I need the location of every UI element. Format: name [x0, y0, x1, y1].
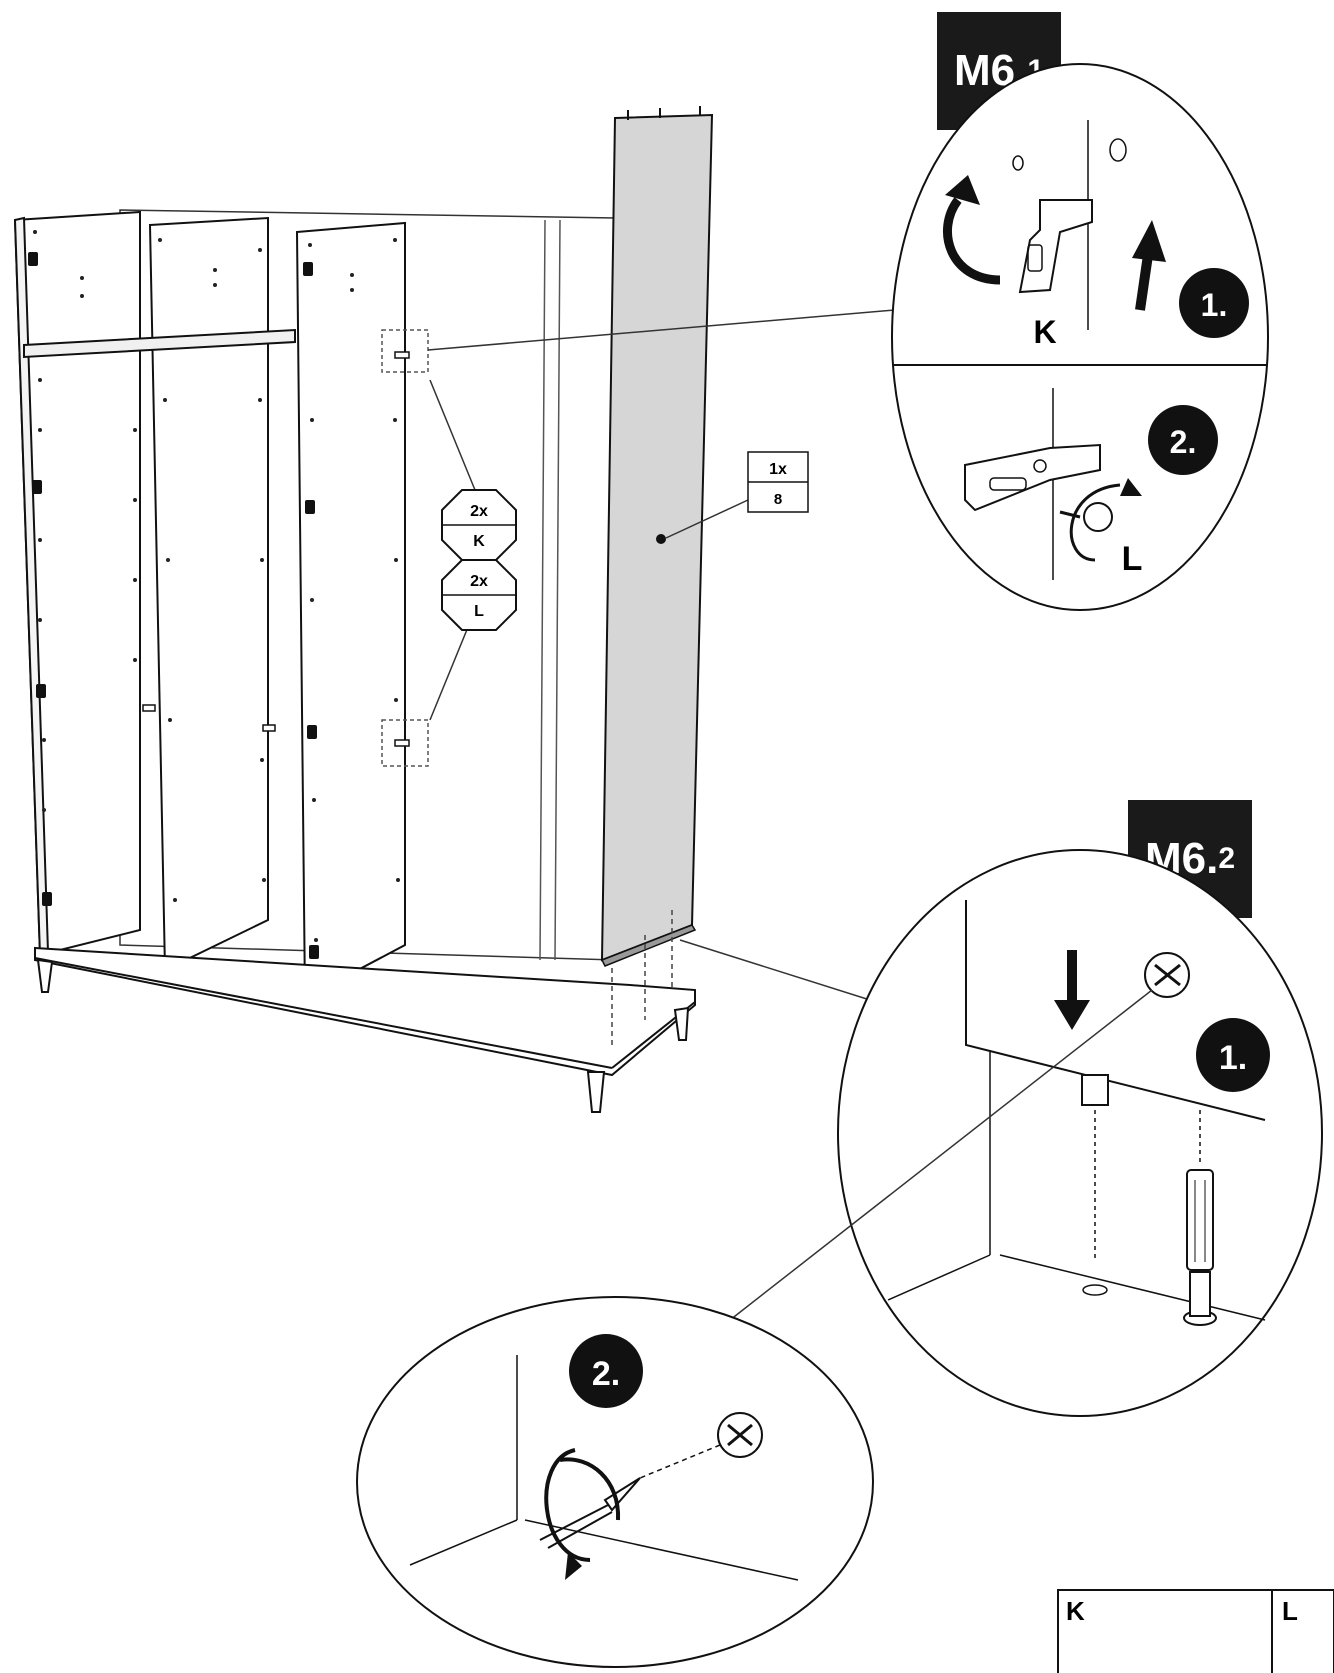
detail1-step2-label: 2.: [1170, 424, 1197, 460]
leader-lines: [427, 309, 896, 1001]
step-label-m6-2-suffix: 2: [1218, 842, 1236, 875]
callout-l-qty: 2x: [470, 573, 488, 590]
callout-l-part: L: [474, 603, 484, 620]
panel-holes: [33, 230, 400, 942]
panel-drop-lines: [611, 910, 673, 1048]
callout-k-qty: 2x: [470, 503, 488, 520]
bracket-location-boxes: [381, 329, 429, 767]
detail1-part-l: L: [1122, 540, 1143, 578]
panel-part-8: [600, 106, 714, 967]
detail2-step1-label: 1.: [1219, 1039, 1247, 1077]
detail-circle-m6-2: 1.: [729, 849, 1323, 1417]
wardrobe-carcass: [13, 209, 696, 1113]
callout-k: 2x K: [441, 489, 517, 561]
detail3-step2-label: 2.: [592, 1355, 620, 1393]
callout-l: 2x L: [441, 559, 517, 631]
parts-table: K L: [1057, 1589, 1334, 1673]
callout-panel-qty: 1x: [769, 461, 787, 478]
bracket-markers: [142, 351, 410, 747]
cam-fittings: [28, 252, 319, 959]
callout-panel-8: 1x 8: [747, 451, 809, 513]
parts-table-col-l: L: [1282, 1596, 1298, 1626]
detail1-part-k: K: [1033, 314, 1056, 350]
callout-k-part: K: [473, 533, 485, 550]
detail1-step1-label: 1.: [1201, 287, 1228, 323]
detail-circle-step-2: 2.: [356, 1296, 874, 1668]
callout-panel-part: 8: [774, 491, 782, 508]
detail-circle-m6-1: 1. K 2. L: [891, 63, 1269, 611]
parts-table-col-k: K: [1066, 1596, 1085, 1626]
